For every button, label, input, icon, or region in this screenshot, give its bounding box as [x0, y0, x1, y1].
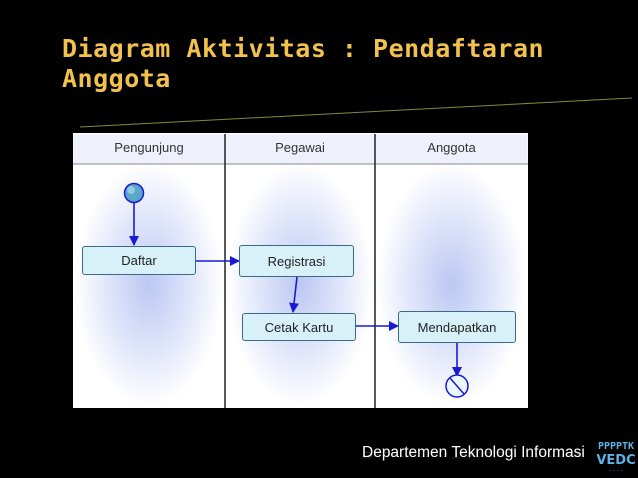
start-node-icon: [123, 182, 145, 204]
lane-header-anggota: Anggota: [427, 140, 476, 155]
node-mendapatkan: Mendapatkan: [398, 311, 516, 343]
vedc-logo-icon: PPPPTK VEDC · · · ·: [597, 436, 635, 476]
footer-department: Departemen Teknologi Informasi: [362, 444, 585, 461]
svg-text:PPPPTK: PPPPTK: [598, 441, 634, 452]
swimlanes: [73, 134, 528, 408]
node-daftar: Daftar: [82, 246, 196, 275]
lane-body-anggota: [377, 163, 526, 406]
svg-text:· · · ·: · · · ·: [609, 468, 622, 475]
slide-title: Diagram Aktivitas : Pendaftaran Anggota: [62, 34, 545, 93]
edge-registrasi-cetak: [289, 276, 299, 313]
lane-header-pengunjung: Pengunjung: [114, 140, 184, 155]
lane-header-pegawai: Pegawai: [275, 140, 325, 155]
node-cetak-kartu: Cetak Kartu: [242, 313, 356, 341]
lane-body-pegawai: [227, 163, 373, 406]
lane-body-pengunjung: [75, 163, 223, 406]
node-registrasi: Registrasi: [239, 245, 354, 277]
svg-text:VEDC: VEDC: [597, 453, 635, 468]
footer-department-reflection: Departemen Teknologi Informasi: [362, 449, 585, 460]
activity-diagram: . Pengunjun: [73, 131, 528, 408]
